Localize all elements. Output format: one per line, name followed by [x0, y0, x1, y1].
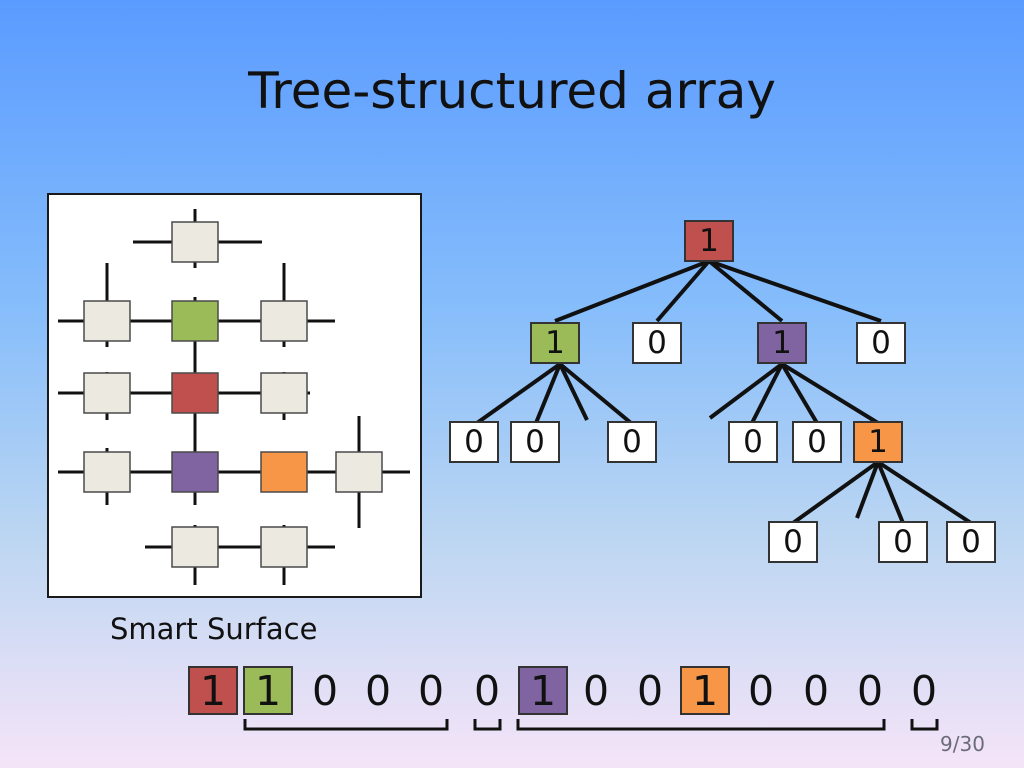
slide-title: Tree-structured array	[248, 62, 776, 120]
sequence-cell-box	[243, 666, 293, 715]
tree-level2-node-box	[728, 421, 778, 463]
group-bracket	[516, 719, 886, 731]
surface-tile	[260, 300, 308, 342]
tree-edge	[780, 362, 880, 425]
surface-tile	[83, 451, 131, 493]
sequence-digit: 0	[911, 667, 937, 715]
surface-tile	[83, 372, 131, 414]
tree-level2-node-box	[510, 421, 560, 463]
tree-level1-node-label: 1	[772, 325, 792, 361]
tree-level2-node-box	[607, 421, 657, 463]
tree-edge	[876, 461, 905, 524]
tree-edge	[876, 460, 973, 525]
tree-level1-node-box	[632, 322, 682, 364]
sequence-digit: 0	[365, 667, 391, 715]
surface-tile	[260, 526, 308, 568]
sequence-digit: 0	[418, 667, 444, 715]
sequence-digit: 0	[312, 667, 338, 715]
group-bracket	[243, 719, 449, 731]
tree-level3-node-box	[878, 521, 928, 563]
tree-level2-node-box	[792, 421, 842, 463]
tree-diagram: 1 1 0 1 0 0 0 0 0 0 1 0 0 0	[449, 220, 996, 563]
tree-level3-node-label: 0	[961, 524, 981, 560]
surface-tile	[171, 372, 219, 414]
tree-level2-node-label: 0	[622, 424, 642, 460]
sequence-digit: 0	[857, 667, 883, 715]
sequence-cell-box	[188, 666, 238, 715]
tree-level3-node-box	[768, 521, 818, 563]
sequence-digit: 0	[748, 667, 774, 715]
surface-tile	[171, 526, 219, 568]
tree-level1-node-label: 0	[871, 325, 891, 361]
surface-tile	[171, 300, 219, 342]
tree-edge	[780, 362, 819, 425]
sequence-digit: 0	[637, 667, 663, 715]
tree-level3-node-label: 0	[783, 524, 803, 560]
sequence-cell-box	[680, 666, 730, 715]
tree-level1-node-box	[757, 322, 807, 364]
smart-surface-caption: Smart Surface	[110, 612, 318, 646]
group-bracket	[910, 719, 939, 731]
tree-level1-node-box	[856, 322, 906, 364]
surface-tile	[83, 300, 131, 342]
tree-level2-node-label: 0	[464, 424, 484, 460]
tree-edge	[708, 259, 882, 323]
sequence-digit: 0	[803, 667, 829, 715]
surface-tile	[335, 451, 383, 493]
tree-edge	[475, 362, 562, 425]
smart-surface-grid	[58, 209, 410, 585]
tree-level2-node-box	[449, 421, 499, 463]
tree-level2-node-label: 0	[525, 424, 545, 460]
tree-level2-node-label: 1	[868, 424, 888, 460]
sequence-digit: 1	[255, 667, 281, 715]
tree-level2-node-box	[853, 421, 903, 463]
tree-level1-node-box	[530, 322, 580, 364]
sequence-digit: 0	[583, 667, 609, 715]
group-bracket	[473, 719, 502, 731]
sequence-digit: 1	[530, 667, 556, 715]
sequence-digit: 1	[692, 667, 718, 715]
tree-level2-node-label: 0	[807, 424, 827, 460]
tree-edge	[750, 363, 784, 424]
tree-level3-node-box	[946, 521, 996, 563]
page-number: 9/30	[940, 732, 985, 756]
surface-tile	[260, 372, 308, 414]
tree-root-label: 1	[699, 223, 719, 259]
tree-level3-node-label: 0	[893, 524, 913, 560]
surface-tile	[171, 221, 219, 263]
surface-tile	[171, 451, 219, 493]
tree-edge	[558, 362, 633, 425]
tree-edge	[655, 259, 711, 323]
sequence-digit: 0	[474, 667, 500, 715]
tree-edge	[708, 362, 784, 420]
sequence-cell-box	[518, 666, 568, 715]
tree-edge	[534, 363, 562, 424]
tree-edge	[791, 460, 880, 525]
tree-level2-node-label: 0	[743, 424, 763, 460]
surface-tile	[260, 451, 308, 493]
tree-edge	[554, 259, 710, 323]
tree-level1-node-label: 0	[647, 325, 667, 361]
tree-level1-node-label: 1	[545, 325, 565, 361]
tree-edge	[707, 259, 784, 323]
tree-edge	[855, 461, 880, 519]
sequence-digit: 1	[200, 667, 226, 715]
tree-root-box	[684, 220, 734, 262]
tree-edge	[558, 363, 589, 421]
